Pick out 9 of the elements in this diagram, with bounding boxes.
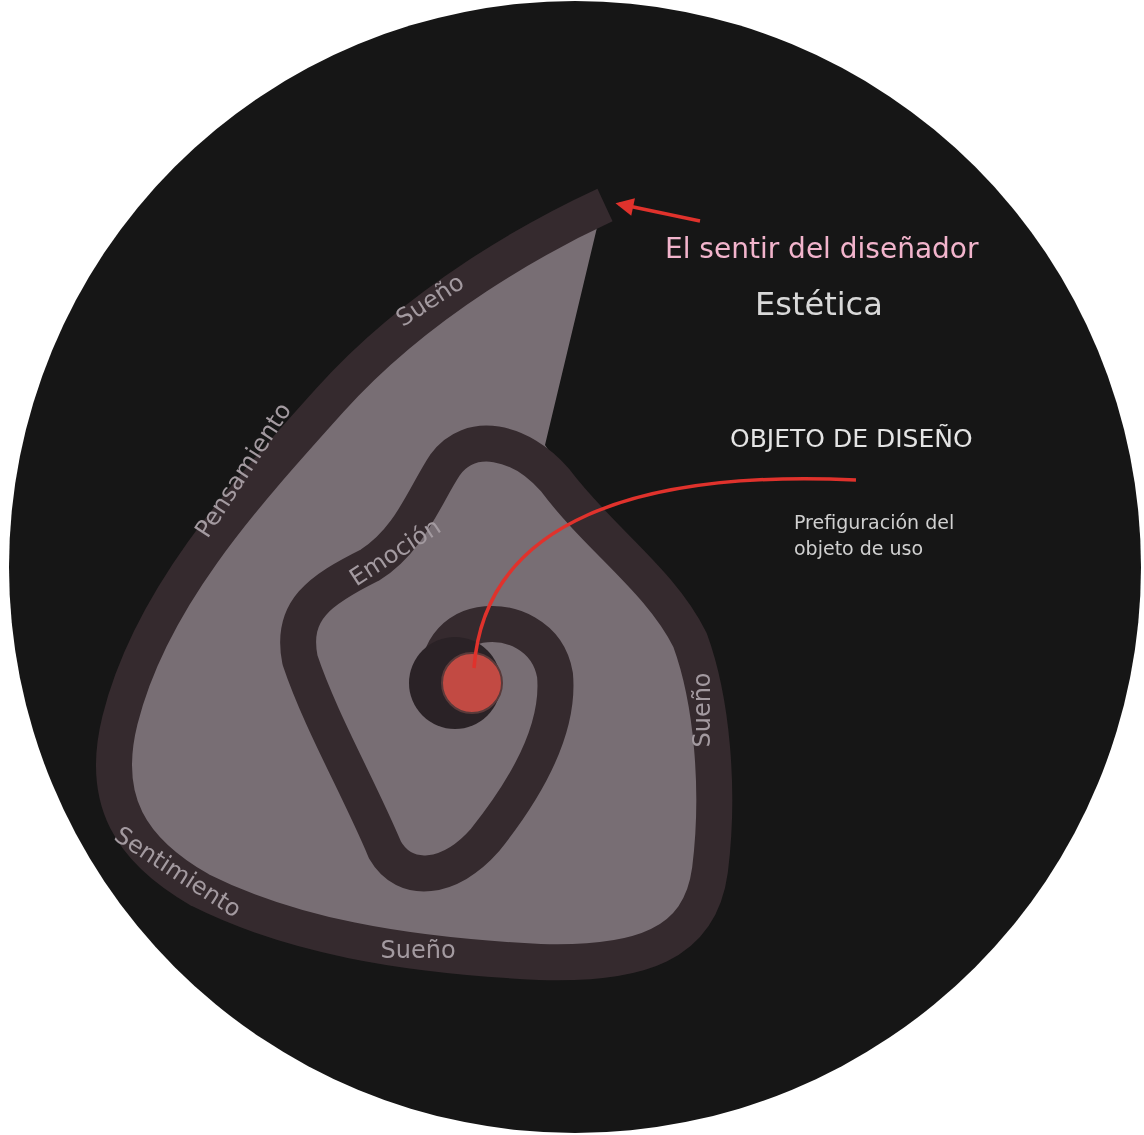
description-text: Prefiguración del objeto de uso bbox=[794, 510, 956, 561]
heading-text: OBJETO DE DISEÑO bbox=[730, 424, 973, 453]
core-circle bbox=[409, 637, 503, 729]
band-label: Sueño bbox=[688, 672, 716, 748]
callout-text: El sentir del diseñador bbox=[665, 232, 979, 265]
label-text: Estética bbox=[755, 285, 883, 323]
connector-line bbox=[472, 477, 857, 669]
band-label: Sueño bbox=[380, 936, 456, 964]
arrow bbox=[615, 198, 701, 223]
